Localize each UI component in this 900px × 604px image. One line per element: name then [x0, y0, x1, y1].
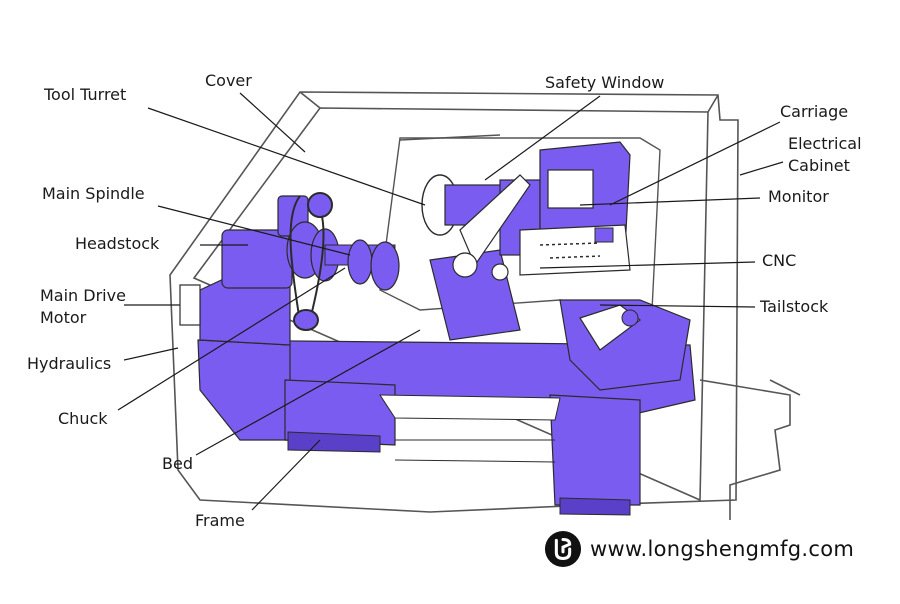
label-safety-window: Safety Window	[545, 73, 665, 92]
label-chuck: Chuck	[58, 409, 108, 428]
watermark: www.longshengmfg.com	[544, 528, 854, 570]
label-bed: Bed	[162, 454, 193, 473]
label-tailstock: Tailstock	[760, 297, 829, 316]
label-cover: Cover	[205, 71, 252, 90]
carriage-turret	[421, 174, 541, 341]
label-electrical-cabinet: Electrical Cabinet	[788, 134, 862, 175]
tailstock-body	[559, 299, 691, 391]
label-frame: Frame	[195, 511, 245, 530]
headstock-body	[179, 195, 400, 346]
label-monitor: Monitor	[768, 187, 829, 206]
watermark-text: www.longshengmfg.com	[590, 537, 855, 561]
cnc-panel	[519, 141, 631, 276]
label-main-drive-motor: Main Drive Motor	[40, 286, 126, 327]
leader-lines	[117, 92, 784, 511]
label-headstock: Headstock	[75, 234, 160, 253]
enclosure-outline	[169, 91, 801, 520]
label-cnc: CNC	[762, 251, 797, 270]
label-tool-turret: Tool Turret	[44, 85, 127, 104]
label-carriage: Carriage	[780, 102, 849, 121]
label-main-spindle: Main Spindle	[42, 184, 145, 203]
drive-belt	[289, 192, 333, 331]
longsheng-logo-icon	[544, 530, 582, 568]
label-hydraulics: Hydraulics	[27, 354, 112, 373]
